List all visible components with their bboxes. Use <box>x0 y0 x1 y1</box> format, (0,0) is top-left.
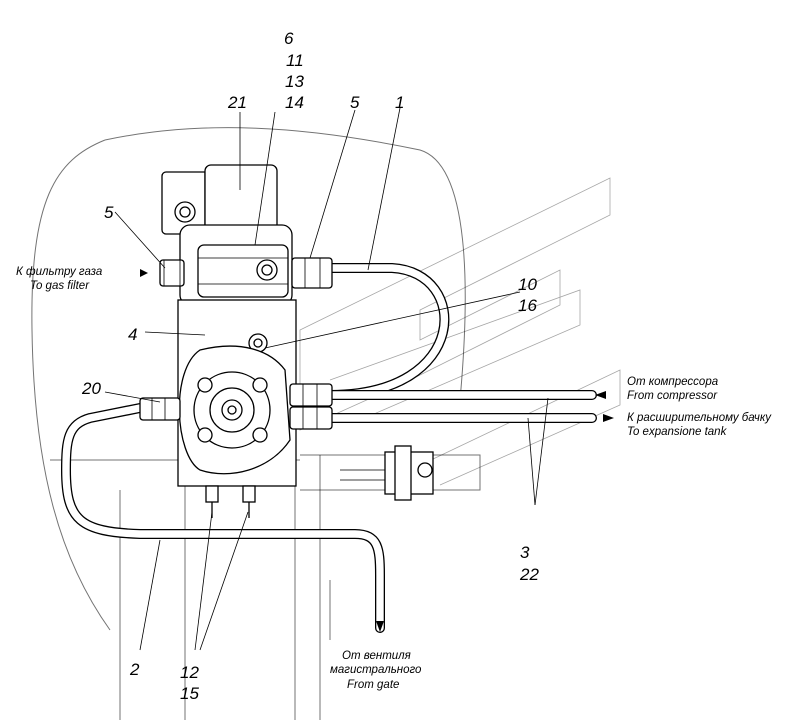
fitting-pipe-3 <box>289 383 333 407</box>
callout-5-top: 5 <box>350 93 360 112</box>
fitting-pipe-22 <box>289 406 333 430</box>
callout-5-left: 5 <box>104 203 114 222</box>
regulator-20 <box>178 345 291 475</box>
callout-2: 2 <box>129 660 140 679</box>
callout-12: 12 <box>180 663 199 682</box>
caption-compressor-en: From compressor <box>627 390 718 402</box>
fitting-pipe-1 <box>291 257 333 289</box>
fitting-gas-filter <box>159 259 185 287</box>
callout-16: 16 <box>518 296 537 315</box>
callout-15: 15 <box>180 684 199 703</box>
bolts-12-15 <box>205 485 256 518</box>
callout-1: 1 <box>395 93 404 112</box>
caption-gate-ru-2: магистрального <box>330 664 422 676</box>
callout-4: 4 <box>128 325 137 344</box>
pipe-clamp <box>340 445 434 501</box>
pipe-2 <box>61 403 385 633</box>
callout-14: 14 <box>285 93 304 112</box>
callout-21: 21 <box>227 93 247 112</box>
flow-arrows <box>140 269 614 632</box>
callout-3: 3 <box>520 543 530 562</box>
caption-tank-ru: К расширительному бачку <box>627 412 772 424</box>
valve-body-5 <box>179 224 293 306</box>
callout-22: 22 <box>519 565 539 584</box>
callout-11: 11 <box>286 51 304 70</box>
solenoid-coil-21 <box>161 164 278 238</box>
callout-20: 20 <box>81 379 101 398</box>
callout-6: 6 <box>284 29 294 48</box>
caption-gas-filter-ru: К фильтру газа <box>16 266 102 278</box>
callout-labels: 6 11 13 14 21 5 1 5 10 16 4 20 3 22 2 12… <box>81 29 539 703</box>
callout-10: 10 <box>518 275 537 294</box>
pipe-1 <box>325 263 450 400</box>
caption-compressor-ru: От компрессора <box>627 376 718 388</box>
leader-lines <box>104 107 549 651</box>
fitting-pipe-2 <box>139 397 181 421</box>
watermark <box>299 177 621 486</box>
caption-gas-filter-en: To gas filter <box>30 280 90 292</box>
callout-13: 13 <box>285 72 304 91</box>
caption-tank-en: To expansione tank <box>627 426 728 438</box>
caption-gate-en: From gate <box>347 679 399 691</box>
caption-gate-ru-1: От вентиля <box>342 650 411 662</box>
flow-captions: К фильтру газа To gas filter От компресс… <box>16 266 772 691</box>
